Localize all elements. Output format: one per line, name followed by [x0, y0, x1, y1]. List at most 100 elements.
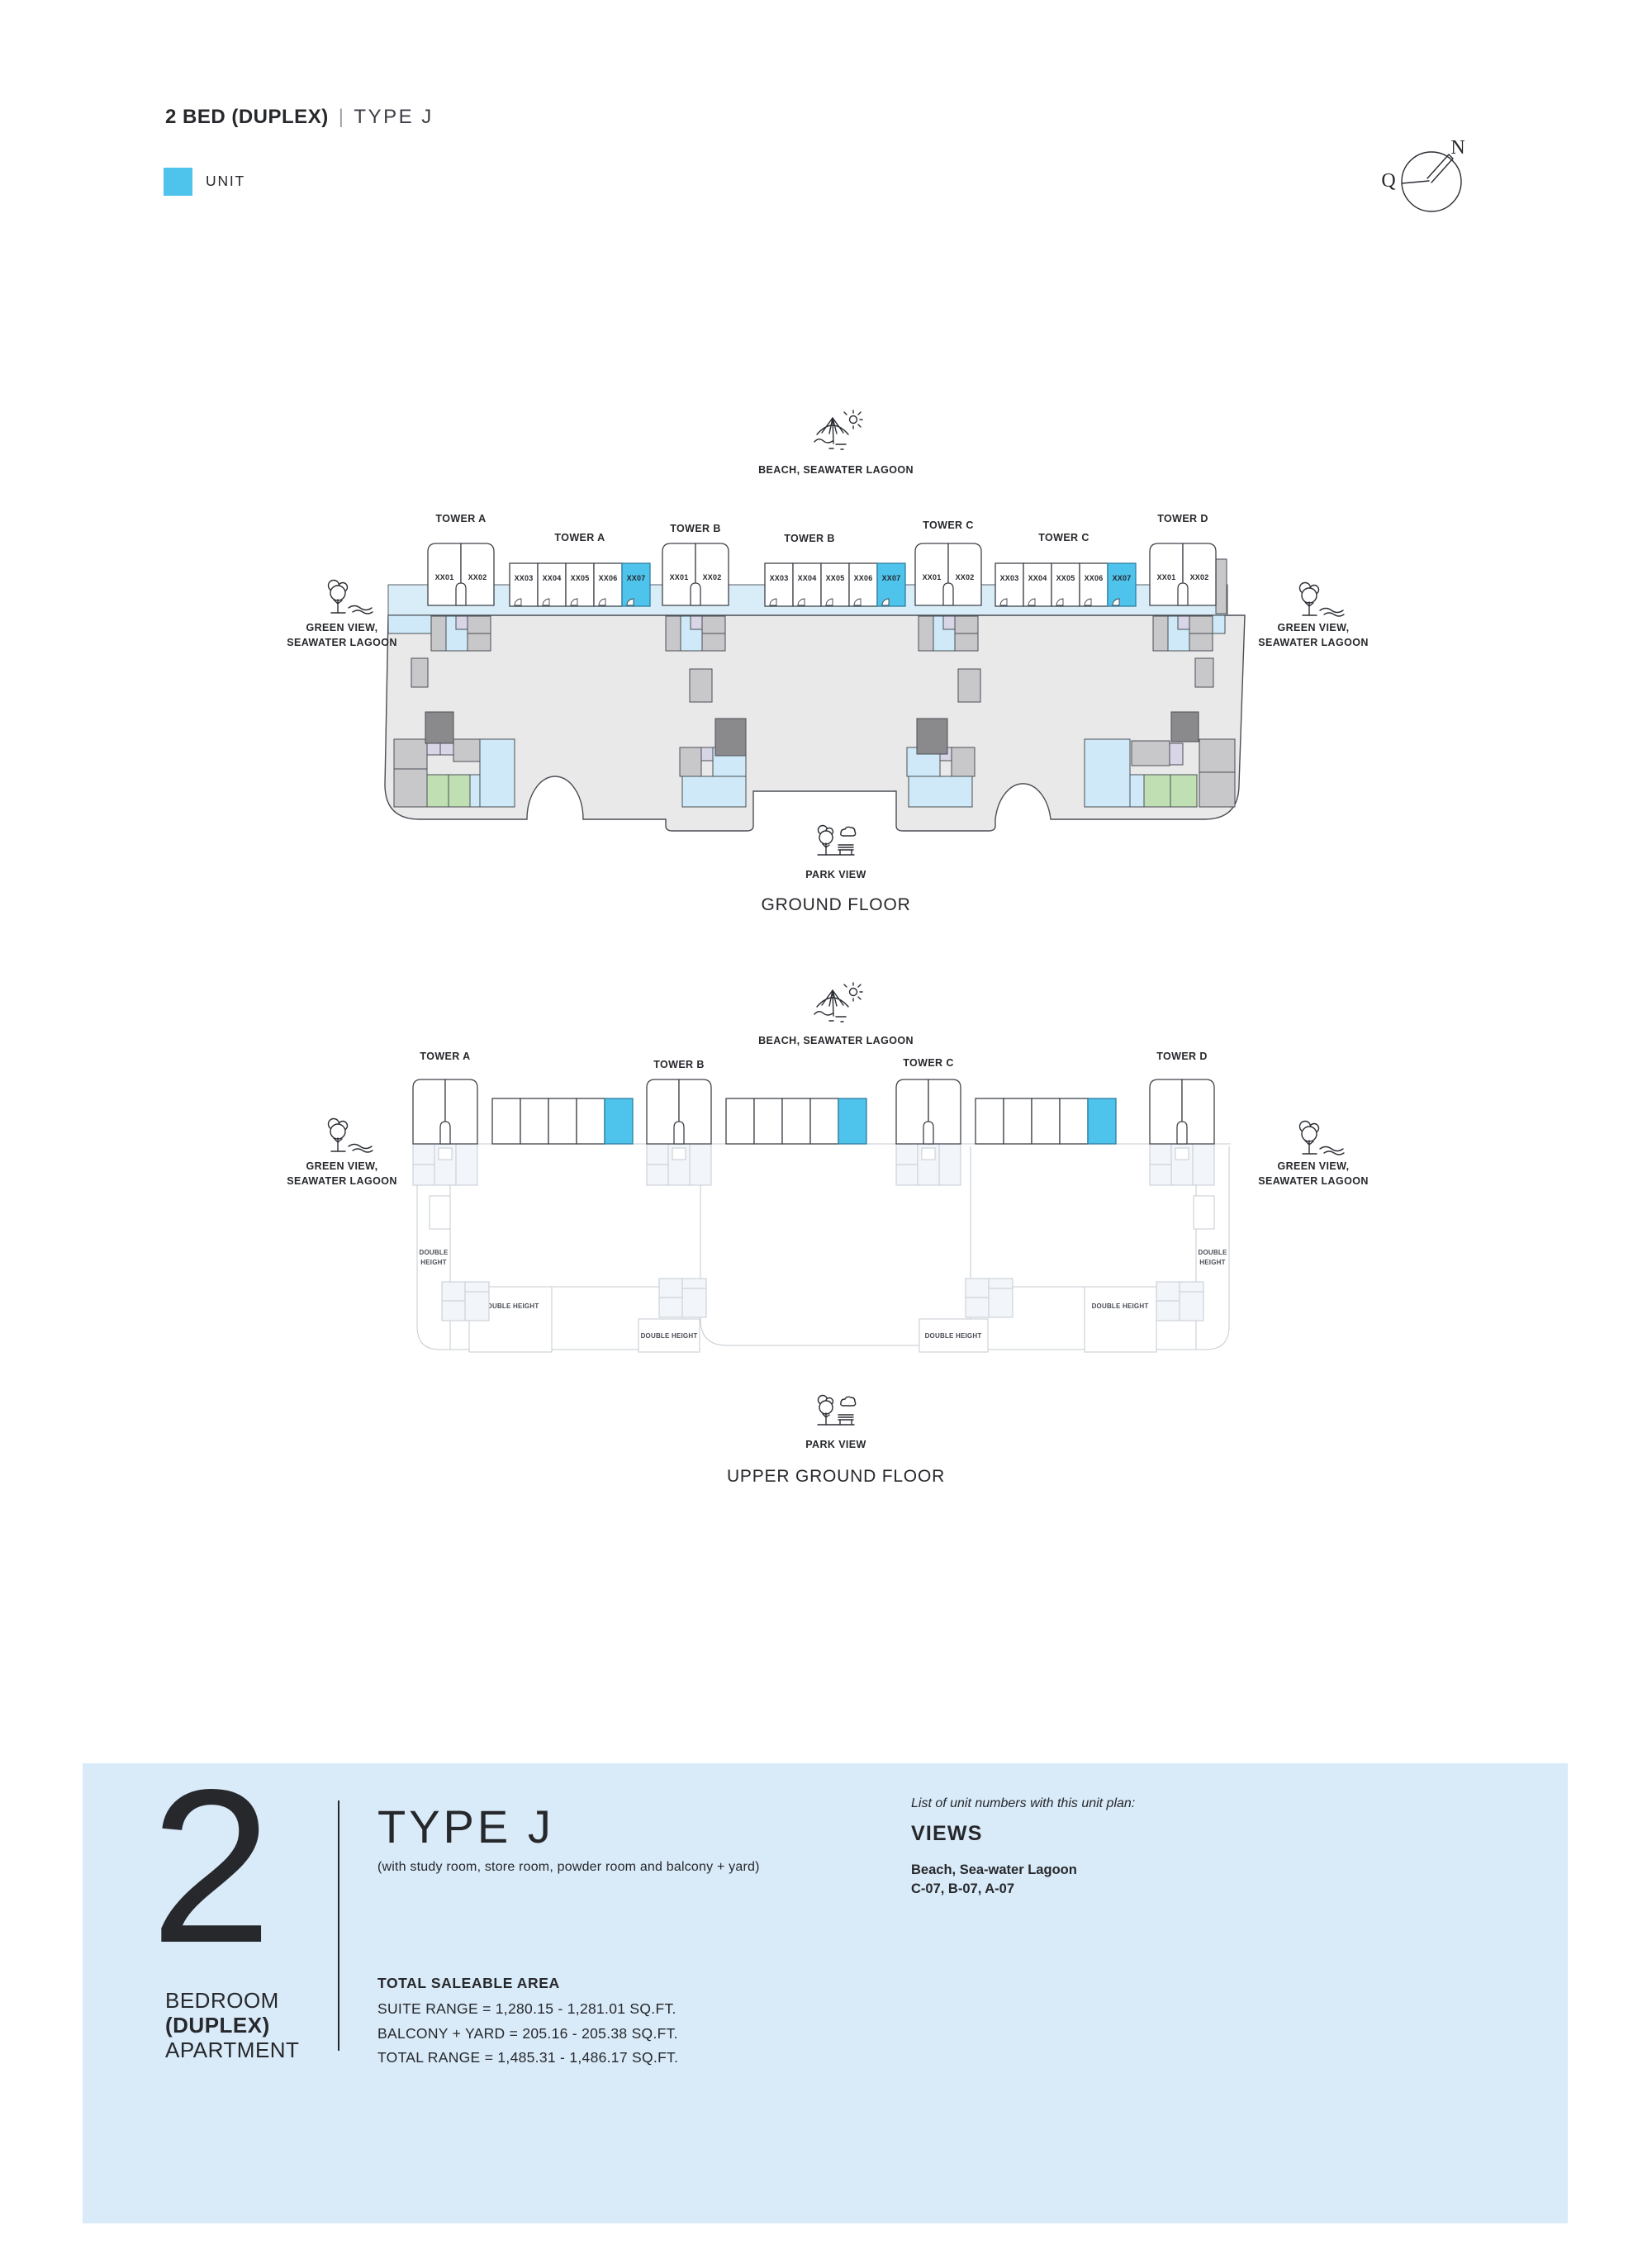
tower-pair-unit [895, 1079, 929, 1145]
page-title-bold: 2 BED (DUPLEX) [165, 106, 329, 128]
tower-pair [412, 1079, 478, 1145]
unit-number: XX03 [770, 574, 789, 582]
unit-number: XX02 [1190, 573, 1209, 581]
unit [509, 562, 539, 607]
compass-north-label: N [1450, 137, 1464, 159]
bedroom-caption: BEDROOM (DUPLEX) APARTMENT [165, 1988, 299, 2062]
unit-number: XX02 [468, 573, 487, 581]
core-outline [441, 1281, 490, 1321]
tower-pair-unit [444, 1079, 478, 1145]
stair-notch [1177, 582, 1189, 606]
double-height-zone [919, 1318, 989, 1353]
bedroom-caption-line3: APARTMENT [165, 2038, 300, 2062]
green-view-left: GREEN VIEW,SEAWATER LAGOON [287, 579, 396, 648]
type-title: TYPE J [377, 1800, 554, 1853]
unit-number: XX06 [599, 574, 618, 582]
unit-row [975, 1098, 1117, 1145]
unit-row [725, 1098, 867, 1145]
legend-unit-swatch [164, 168, 192, 196]
core-outline [965, 1278, 1014, 1318]
green-view-label-line1: GREEN VIEW, [306, 1160, 377, 1172]
beach-view-label: BEACH, SEAWATER LAGOON [758, 464, 914, 476]
plan-shape [672, 1147, 686, 1160]
park-tree-bench-icon [817, 824, 857, 856]
service-box [689, 668, 713, 703]
amenity-box [1143, 774, 1171, 808]
unit-number: XX01 [1157, 573, 1176, 581]
door-arc [598, 598, 606, 606]
unit-number: XX03 [1000, 574, 1019, 582]
unit [1031, 1098, 1061, 1145]
suite-range: SUITE RANGE = 1,280.15 - 1,281.01 SQ.FT. [377, 2000, 676, 2017]
unit-highlighted [876, 562, 906, 607]
door-arc [1056, 598, 1064, 606]
tower-label: TOWER B [670, 523, 721, 534]
tower-pair-unit [1181, 1079, 1215, 1145]
tower-pair [1149, 1079, 1215, 1145]
unit-number: XX07 [1113, 574, 1132, 582]
double-height-label: DOUBLE HEIGHT [641, 1332, 698, 1340]
unit [565, 562, 595, 607]
tower-label: TOWER A [420, 1051, 470, 1062]
unit-number: XX04 [798, 574, 817, 582]
unit [792, 562, 822, 607]
double-height-label: DOUBLE HEIGHT [1092, 1302, 1149, 1310]
plan-shape [1175, 1147, 1189, 1160]
core-outline [658, 1278, 707, 1318]
tower-label: TOWER D [1156, 1051, 1208, 1062]
unit [848, 562, 878, 607]
amenity-box [439, 742, 454, 756]
green-view-right: GREEN VIEW,SEAWATER LAGOON [1258, 581, 1368, 648]
green-view-label-line1: GREEN VIEW, [306, 622, 377, 633]
unit [995, 562, 1024, 607]
tower-core-outline [895, 1143, 961, 1186]
plan-shape [954, 633, 979, 652]
views-heading: VIEWS [911, 1822, 983, 1845]
plan-shape [438, 1147, 453, 1160]
unit-number: XX01 [670, 573, 689, 581]
unit-number: XX05 [571, 574, 590, 582]
amenity-box [916, 718, 948, 755]
amenity-box [1170, 774, 1198, 808]
amenity-box [393, 738, 428, 770]
balcony-yard-range: BALCONY + YARD = 205.16 - 205.38 SQ.FT. [377, 2024, 678, 2042]
amenity-box [908, 776, 973, 808]
beach-umbrella-icon [814, 410, 863, 450]
double-height-label: DOUBLE HEIGHT [482, 1302, 539, 1310]
double-height-label: HEIGHT [1199, 1259, 1225, 1266]
views-unit-numbers: C-07, B-07, A-07 [911, 1881, 1015, 1896]
plan-shape [1177, 615, 1190, 630]
stair-notch [439, 1121, 451, 1145]
amenity-box [1199, 738, 1236, 773]
unit [548, 1098, 577, 1145]
plan-shape [690, 615, 703, 630]
plan-shape [701, 615, 726, 634]
tower-pair [646, 1079, 712, 1145]
door-arc [1084, 598, 1092, 606]
unit-number: XX07 [627, 574, 646, 582]
tower-label: TOWER B [784, 533, 835, 544]
unit [1079, 562, 1108, 607]
door-arc [769, 598, 777, 606]
tower-pair-unit [427, 543, 462, 606]
tower-pair-unit [695, 543, 729, 606]
shaft-outline [1193, 1195, 1215, 1230]
tower-pair-unit [914, 543, 949, 606]
double-height-label: HEIGHT [420, 1259, 446, 1266]
tower-core-outline [1149, 1143, 1215, 1186]
tower-pair-unit [662, 543, 696, 606]
service-box [1194, 657, 1214, 688]
green-view-label-line2: SEAWATER LAGOON [1258, 1175, 1369, 1187]
tower-label: TOWER C [923, 519, 974, 531]
tower-core-outline [412, 1143, 478, 1186]
unit-list-note: List of unit numbers with this unit plan… [911, 1796, 1136, 1810]
plan-shape [467, 615, 491, 634]
service-shaft [1215, 558, 1227, 614]
tower-label: TOWER A [554, 532, 605, 543]
unit-number: XX04 [1028, 574, 1047, 582]
bedroom-count: 2 [150, 1744, 273, 1989]
tower-label: TOWER C [903, 1057, 954, 1069]
door-arc [570, 598, 578, 606]
